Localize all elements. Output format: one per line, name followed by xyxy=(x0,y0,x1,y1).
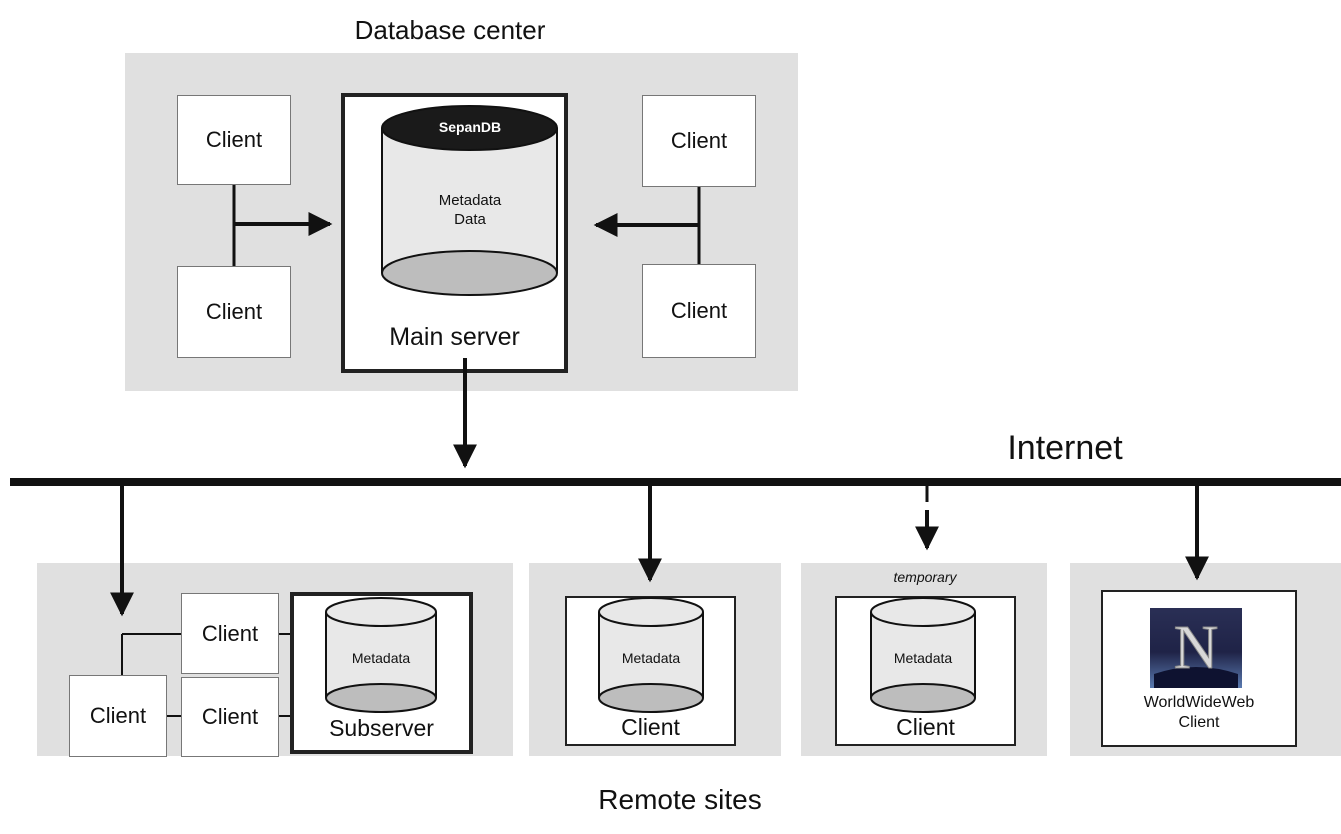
center-client-bottom-left[interactable]: Client xyxy=(177,266,291,358)
www-label-line2: Client xyxy=(1178,714,1220,731)
main-db-cylinder xyxy=(381,105,558,296)
site2-client-label: Client xyxy=(621,713,680,740)
client-label: Client xyxy=(670,298,728,323)
site3-client-label: Client xyxy=(896,713,955,740)
client-label: Client xyxy=(205,127,263,152)
database-center-title: Database center xyxy=(354,14,546,45)
site3-db-label: Metadata xyxy=(893,650,953,666)
remote-client-bottom[interactable]: Client xyxy=(181,677,279,757)
subserver-db-cylinder xyxy=(325,597,437,713)
remote-sites-title: Remote sites xyxy=(598,784,762,815)
client-label: Client xyxy=(201,704,259,729)
center-client-bottom-right[interactable]: Client xyxy=(642,264,756,358)
main-server-label: Main server xyxy=(389,322,520,351)
client-label: Client xyxy=(670,128,728,153)
netscape-n-icon: N xyxy=(1150,608,1242,688)
temporary-note: temporary xyxy=(893,569,957,585)
site2-db-cylinder xyxy=(598,597,704,713)
site3-db-cylinder xyxy=(870,597,976,713)
site2-db-label: Metadata xyxy=(621,650,681,666)
client-label: Client xyxy=(205,299,263,324)
remote-client-left[interactable]: Client xyxy=(69,675,167,757)
main-db-metadata-label: Metadata xyxy=(438,191,502,209)
www-label-line1: WorldWideWeb xyxy=(1143,694,1255,711)
client-label: Client xyxy=(89,703,147,728)
subserver-db-label: Metadata xyxy=(351,650,411,666)
sepandb-label: SepanDB xyxy=(438,119,502,135)
client-label: Client xyxy=(201,620,259,646)
internet-label: Internet xyxy=(1007,428,1123,467)
svg-text:N: N xyxy=(1174,614,1219,682)
subserver-label: Subserver xyxy=(329,714,434,741)
center-client-top-left[interactable]: Client xyxy=(177,95,291,185)
center-client-top-right[interactable]: Client xyxy=(642,95,756,187)
remote-client-top[interactable]: Client xyxy=(181,593,279,674)
main-db-data-label: Data xyxy=(454,210,486,228)
